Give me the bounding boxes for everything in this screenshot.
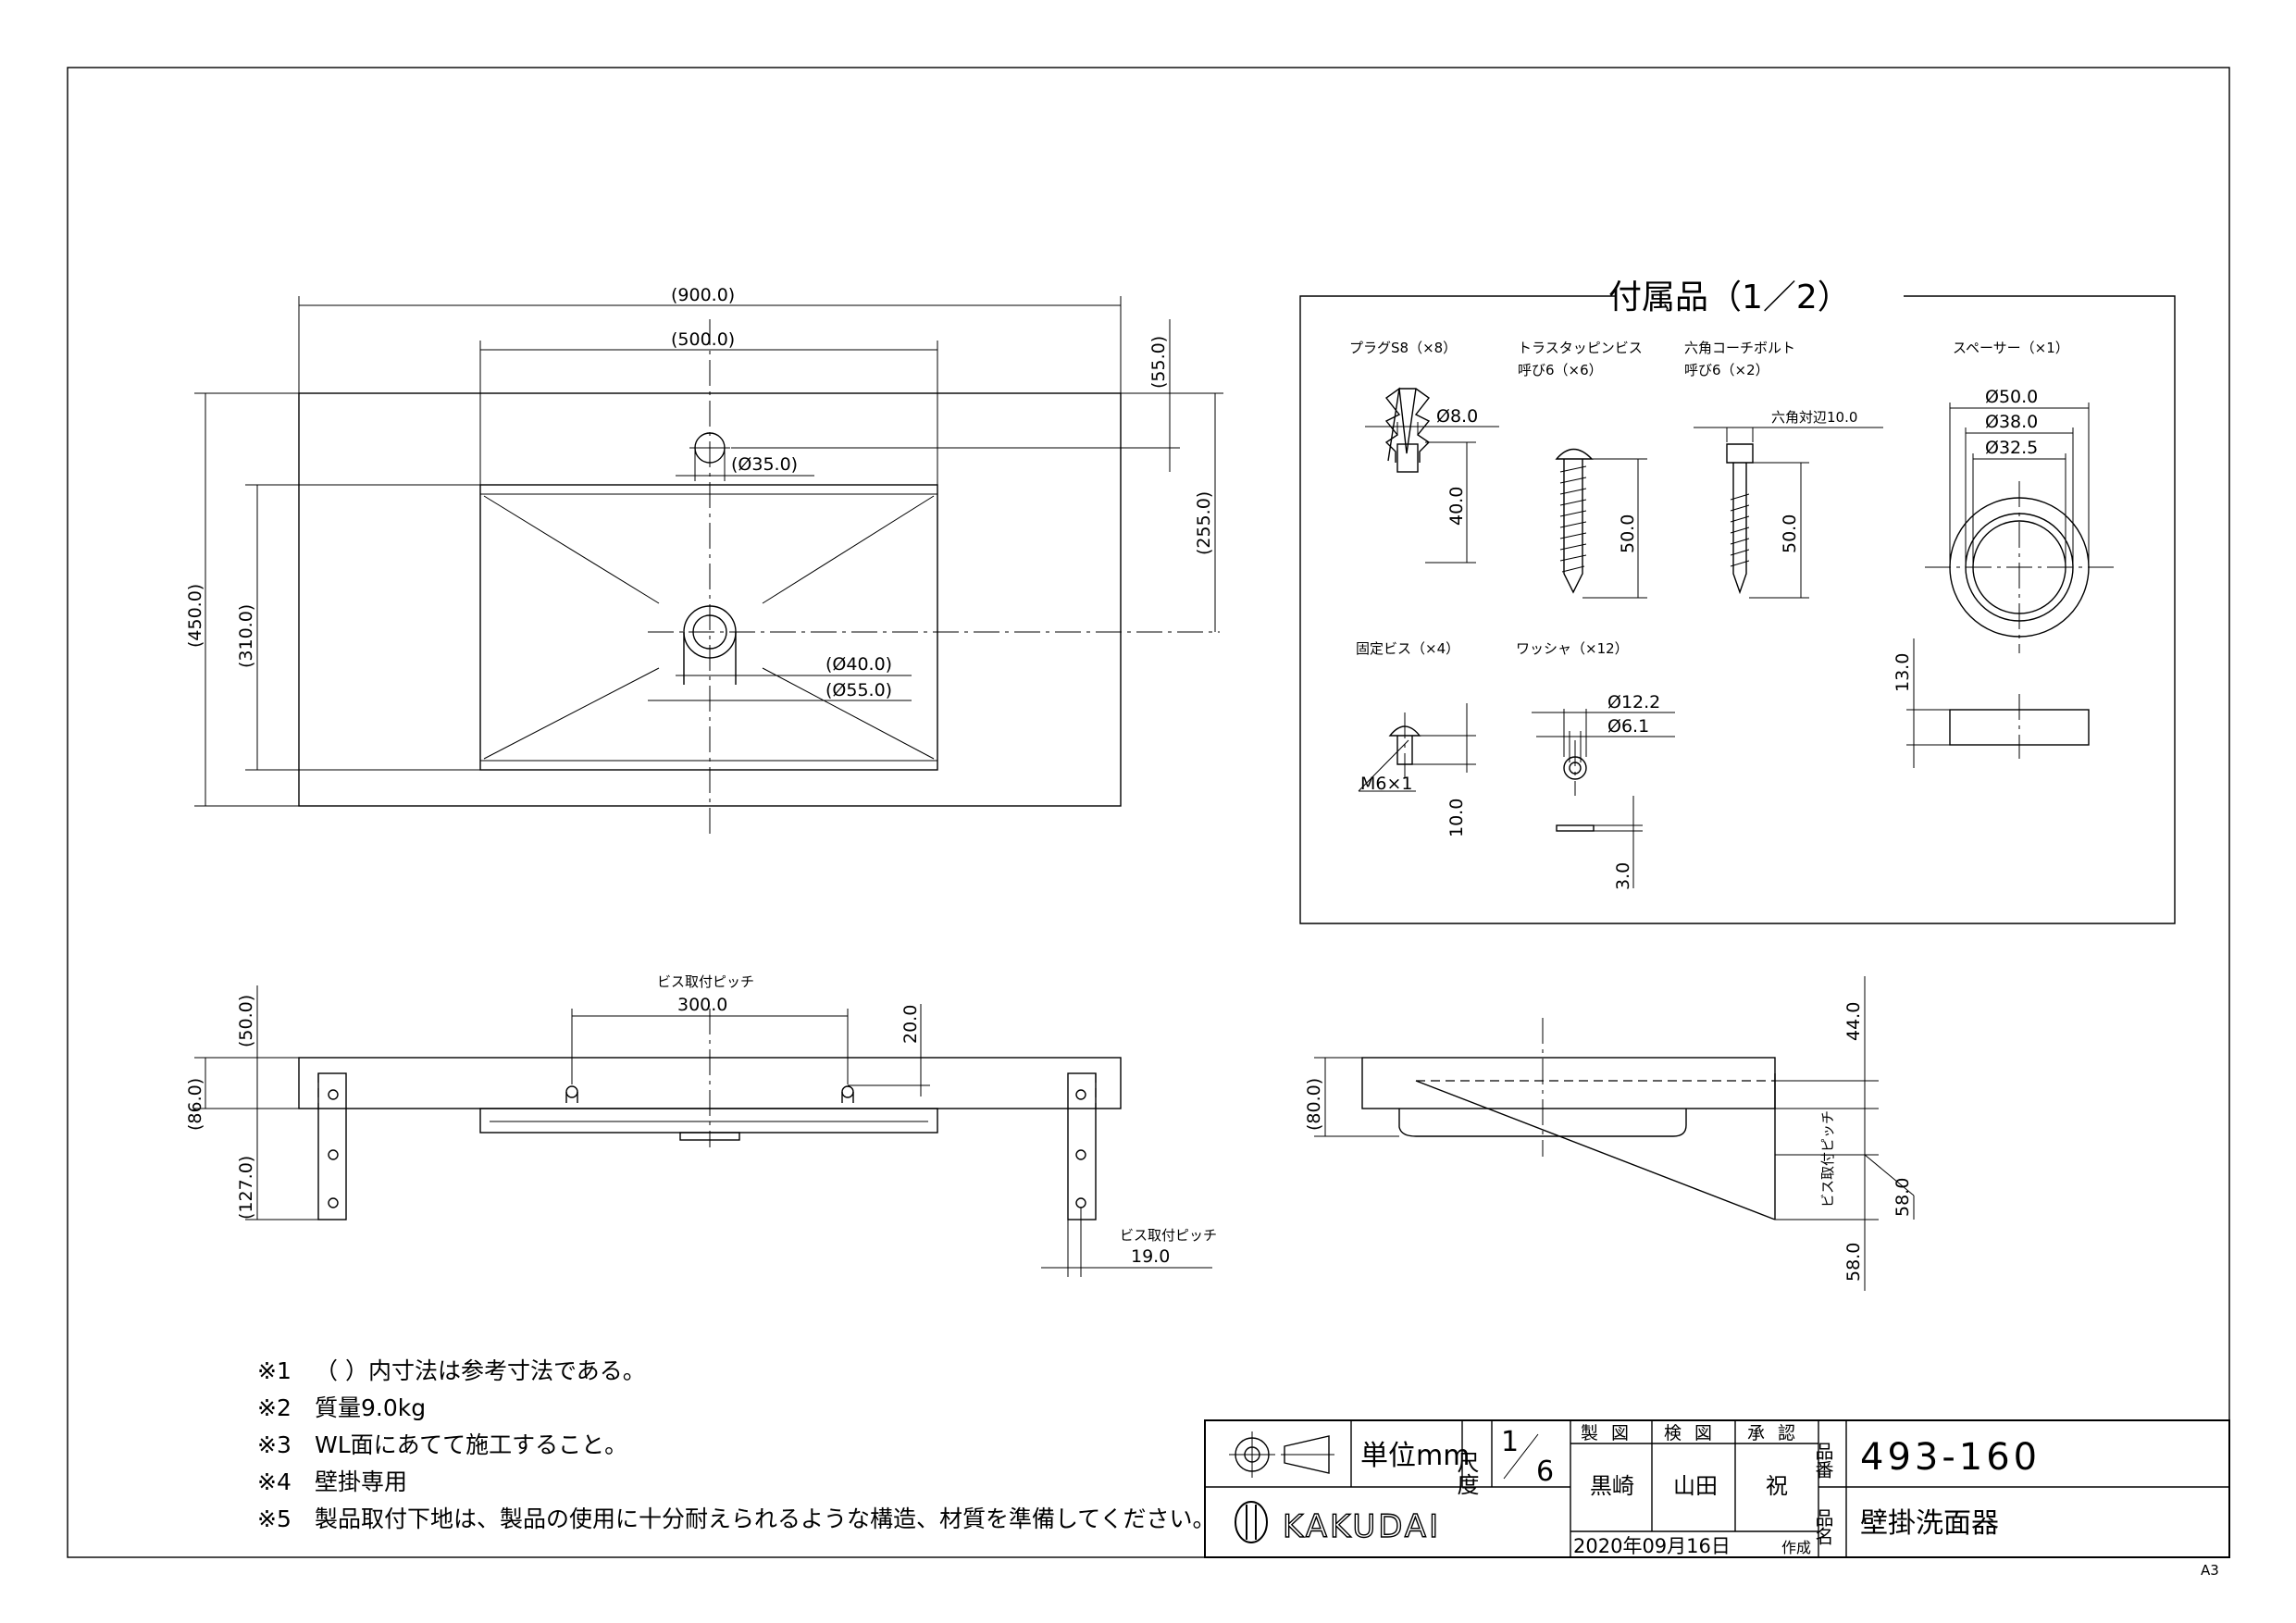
coach-bolt-icon [1726, 443, 1754, 595]
truss-label-1: トラスタッピンビス [1518, 340, 1643, 356]
dim-side-height: (80.0) [1304, 1078, 1324, 1131]
projection-symbol-icon [1229, 1431, 1334, 1478]
coach-len: 50.0 [1780, 514, 1800, 553]
note-1: ※1（ ）内寸法は参考寸法である。 [257, 1357, 646, 1384]
drain-inner [692, 614, 727, 650]
drawn-by: 黒崎 [1590, 1473, 1634, 1499]
dim-front-height-b: (86.0) [185, 1078, 205, 1131]
svg-text:KAKUDAI: KAKUDAI [1283, 1508, 1441, 1545]
name-label: 品名 [1812, 1508, 1834, 1545]
title-block: 単位mm 尺度 1 6 製図 検図 承認 黒崎 山田 祝 2020年09月16日… [1204, 1419, 2230, 1558]
checked-by: 山田 [1673, 1473, 1718, 1499]
scale-label: 尺度 [1453, 1451, 1479, 1495]
fix-len: 10.0 [1446, 799, 1467, 837]
dim-faucet-hole: (Ø35.0) [731, 454, 798, 475]
plug-label: プラグS8（×8） [1349, 340, 1457, 356]
dim-front-height-a: (50.0) [236, 995, 256, 1047]
sheet-size: A3 [2201, 1562, 2219, 1579]
plug-icon [1384, 387, 1431, 463]
dim-faucet-offset: (55.0) [1148, 336, 1169, 389]
dim-drain-offset: (255.0) [1194, 491, 1214, 555]
dim-overall-width: (900.0) [671, 285, 735, 305]
spacer-d1: Ø50.0 [1985, 387, 2038, 407]
washer-t: 3.0 [1613, 862, 1633, 890]
dim-front-height-c: (127.0) [236, 1156, 256, 1220]
dim-side-bottom: 58.0 [1843, 1243, 1864, 1282]
truss-label-2: 呼び6（×6） [1518, 362, 1603, 378]
dim-drain-inner: (Ø40.0) [825, 654, 892, 675]
coach-label-2: 呼び6（×2） [1684, 362, 1769, 378]
coach-label-1: 六角コーチボルト [1684, 340, 1795, 356]
fix-thread: M6×1 [1360, 774, 1413, 794]
scale-den: 6 [1536, 1456, 1554, 1488]
drawing-date: 2020年09月16日 [1573, 1535, 1731, 1557]
product-name: 壁掛洗面器 [1860, 1507, 1999, 1540]
front-pitch-label: ビス取付ピッチ [657, 973, 754, 990]
dim-drain-outer: (Ø55.0) [825, 680, 892, 700]
side-pitch-label: ビス取付ピッチ [1819, 1110, 1836, 1208]
dim-bowl-width: (500.0) [671, 329, 735, 350]
part-number: 493-160 [1860, 1436, 2041, 1479]
bracket-left [317, 1072, 347, 1220]
dim-overall-depth: (450.0) [185, 584, 205, 648]
dim-side-top: 44.0 [1843, 1002, 1864, 1041]
col-approved: 承認 [1747, 1423, 1808, 1443]
accessories-title: 付属品（1／2） [1608, 279, 1851, 316]
side-bowl [1398, 1109, 1687, 1137]
date-suffix: 作成 [1781, 1539, 1811, 1556]
spacer-d3: Ø32.5 [1985, 438, 2038, 458]
coach-hex: 六角対辺10.0 [1771, 409, 1857, 426]
spacer-d2: Ø38.0 [1985, 412, 2038, 432]
accessories-panel: 付属品（1／2） プラグS8（×8） Ø8.0 40.0 トラスタッピンビス 呼… [1299, 279, 2176, 924]
number-label: 品番 [1812, 1442, 1834, 1479]
spacer-label: スペーサー（×1） [1953, 340, 2069, 356]
kakudai-logo: KAKUDAI [1235, 1501, 1441, 1546]
dim-front-pitch-b: 19.0 [1131, 1246, 1170, 1267]
truss-screw-icon [1555, 448, 1594, 594]
plug-len: 40.0 [1446, 487, 1467, 526]
plan-view: (900.0) (500.0) (55.0) (255.0) (450.0) (… [185, 285, 1223, 837]
fix-label: 固定ビス（×4） [1356, 640, 1459, 657]
drawing-frame [67, 67, 2230, 1558]
front-pitch-label-b: ビス取付ピッチ [1120, 1227, 1217, 1244]
side-view: (80.0) 44.0 ビス取付ピッチ 58.0 58.0 [1304, 976, 1915, 1291]
truss-len: 50.0 [1618, 514, 1638, 553]
spacer-h: 13.0 [1893, 653, 1913, 692]
dim-side-pitch: 58.0 [1893, 1178, 1913, 1217]
col-drawn: 製図 [1581, 1423, 1642, 1443]
approved-by: 祝 [1766, 1473, 1788, 1499]
washer-d2: Ø6.1 [1607, 716, 1649, 737]
col-checked: 検図 [1664, 1423, 1725, 1443]
front-bowl [479, 1108, 938, 1134]
washer-d1: Ø12.2 [1607, 692, 1660, 712]
dim-front-top: 20.0 [900, 1005, 921, 1044]
dim-bowl-depth: (310.0) [236, 604, 256, 668]
side-counter [1361, 1057, 1776, 1109]
unit-label: 単位mm [1360, 1440, 1470, 1472]
scale-num: 1 [1501, 1426, 1519, 1458]
washer-label: ワッシャ（×12） [1516, 640, 1629, 657]
dim-front-pitch: 300.0 [677, 995, 727, 1015]
plug-dia: Ø8.0 [1436, 406, 1478, 427]
bracket-right [1067, 1072, 1097, 1220]
bowl-outline [479, 484, 938, 771]
front-view: ビス取付ピッチ 300.0 20.0 (50.0) (86.0) (127.0)… [185, 973, 1217, 1277]
